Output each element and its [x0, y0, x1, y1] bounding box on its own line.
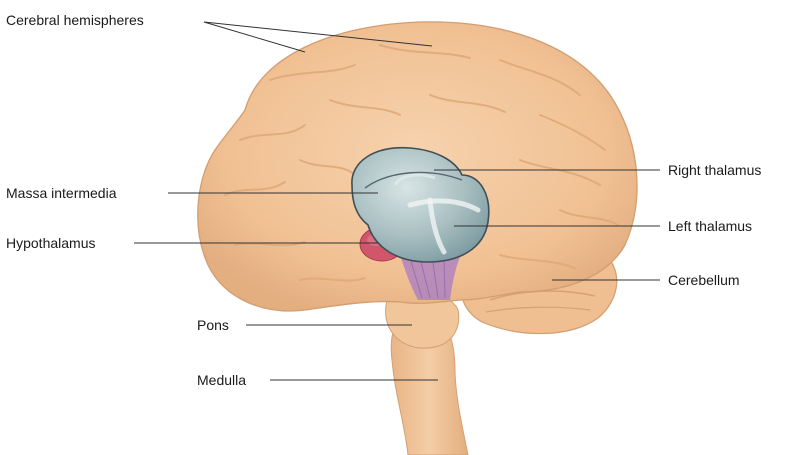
- label-pons: Pons: [197, 317, 229, 333]
- label-cerebral-hemispheres: Cerebral hemispheres: [6, 12, 144, 28]
- label-cerebellum: Cerebellum: [668, 272, 740, 288]
- label-medulla: Medulla: [197, 372, 246, 388]
- label-right-thalamus: Right thalamus: [668, 162, 761, 178]
- label-left-thalamus: Left thalamus: [668, 218, 752, 234]
- label-hypothalamus: Hypothalamus: [6, 235, 96, 251]
- label-massa-intermedia: Massa intermedia: [6, 185, 117, 201]
